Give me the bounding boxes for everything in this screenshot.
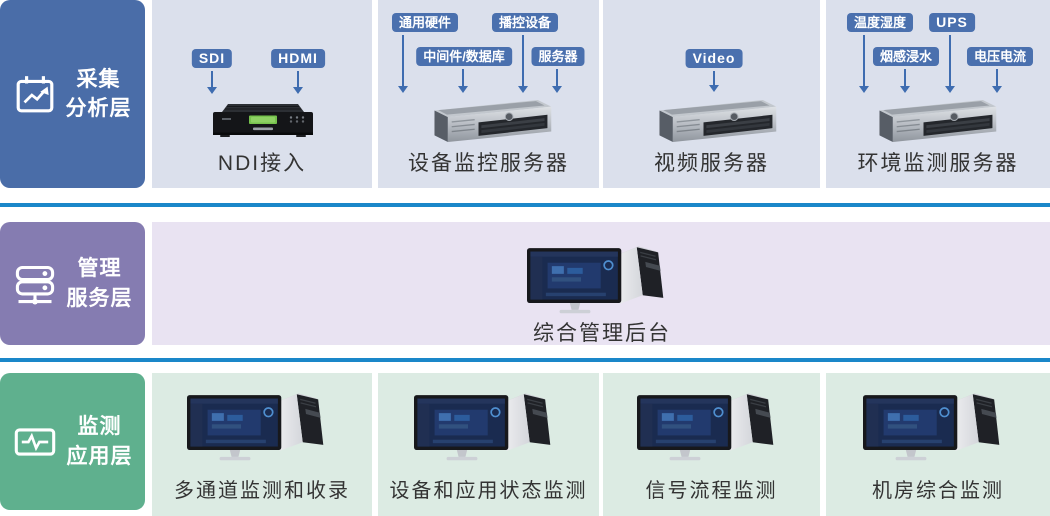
- layer-title-collection: 采集 分析层: [66, 65, 132, 124]
- layer-title-line2: 服务层: [66, 286, 133, 310]
- rack-server-image: [648, 98, 782, 144]
- panel-ndi-access: SDI HDMI NDI接入: [152, 0, 372, 188]
- panel-management-backend: 综合管理后台: [152, 222, 1050, 345]
- down-arrow: [900, 69, 910, 93]
- tag-smoke-flood: 烟感浸水: [872, 47, 940, 66]
- panel-caption: 信号流程监测: [645, 480, 778, 502]
- tag-sdi: SDI: [191, 49, 233, 68]
- panel-environment-server: 温度湿度 UPS 烟感浸水 电压电流 环境监测服务器: [826, 0, 1050, 188]
- tag-hdmi: HDMI: [271, 49, 325, 68]
- tag-generic-hardware: 通用硬件: [391, 13, 459, 32]
- layer-title-line2: 分析层: [65, 97, 132, 120]
- down-arrow: [293, 71, 303, 94]
- down-arrow: [945, 35, 955, 93]
- workstation-image: [527, 240, 677, 318]
- tag-server: 服务器: [531, 47, 585, 66]
- panel-device-monitor-server: 通用硬件 播控设备 中间件/数据库 服务器 设备监控服务器: [378, 0, 599, 188]
- layer-badge-collection: 采集 分析层: [0, 0, 145, 188]
- down-arrow: [552, 69, 562, 93]
- layer-title-management: 管理 服务层: [67, 254, 133, 313]
- tag-ups: UPS: [929, 13, 975, 32]
- layer-title-line1: 采集: [76, 67, 121, 91]
- layer-badge-management: 管理 服务层: [0, 222, 145, 345]
- workstation-image: [414, 387, 564, 465]
- tag-video: Video: [685, 49, 743, 68]
- layer-separator: [0, 203, 1050, 207]
- panel-signal-flow-monitoring: 信号流程监测: [603, 373, 820, 516]
- panel-caption: 设备和应用状态监测: [389, 480, 588, 502]
- rack-server-image: [423, 98, 557, 144]
- rack-server-image: [868, 98, 1002, 144]
- panel-device-app-status: 设备和应用状态监测: [378, 373, 599, 516]
- workstation-image: [863, 387, 1013, 465]
- workstation-image: [637, 387, 787, 465]
- tag-voltage-current: 电压电流: [966, 47, 1034, 66]
- layer-title-monitoring: 监测 应用层: [67, 412, 133, 471]
- panel-caption: 多通道监测和收录: [174, 480, 350, 502]
- panel-video-server: Video 视频服务器: [603, 0, 820, 188]
- trend-chart-icon: [14, 73, 56, 115]
- ndi-encoder-image: [208, 100, 318, 140]
- panel-multichannel-monitoring: 多通道监测和收录: [152, 373, 372, 516]
- panel-caption: 综合管理后台: [533, 322, 671, 345]
- layer-badge-monitoring: 监测 应用层: [0, 373, 145, 510]
- panel-caption: 机房综合监测: [872, 480, 1004, 502]
- server-stack-icon: [13, 262, 57, 306]
- down-arrow: [458, 69, 468, 93]
- down-arrow: [859, 35, 869, 93]
- layer-title-line1: 监测: [77, 415, 122, 439]
- down-arrow: [709, 71, 719, 92]
- panel-caption: NDI接入: [217, 152, 307, 175]
- tag-temperature-humidity: 温度湿度: [846, 13, 914, 32]
- panel-caption: 视频服务器: [654, 152, 769, 175]
- down-arrow: [992, 69, 1002, 93]
- layer-separator: [0, 358, 1050, 362]
- panel-caption: 环境监测服务器: [857, 152, 1019, 175]
- down-arrow: [207, 71, 217, 94]
- down-arrow: [398, 35, 408, 93]
- pulse-wave-icon: [13, 420, 57, 464]
- layer-title-line1: 管理: [77, 257, 122, 281]
- tag-broadcast-control: 播控设备: [491, 13, 559, 32]
- down-arrow: [518, 35, 528, 93]
- panel-machine-room-monitoring: 机房综合监测: [826, 373, 1050, 516]
- workstation-image: [187, 387, 337, 465]
- tag-middleware-database: 中间件/数据库: [416, 47, 512, 66]
- panel-caption: 设备监控服务器: [408, 152, 569, 175]
- layer-title-line2: 应用层: [66, 444, 133, 468]
